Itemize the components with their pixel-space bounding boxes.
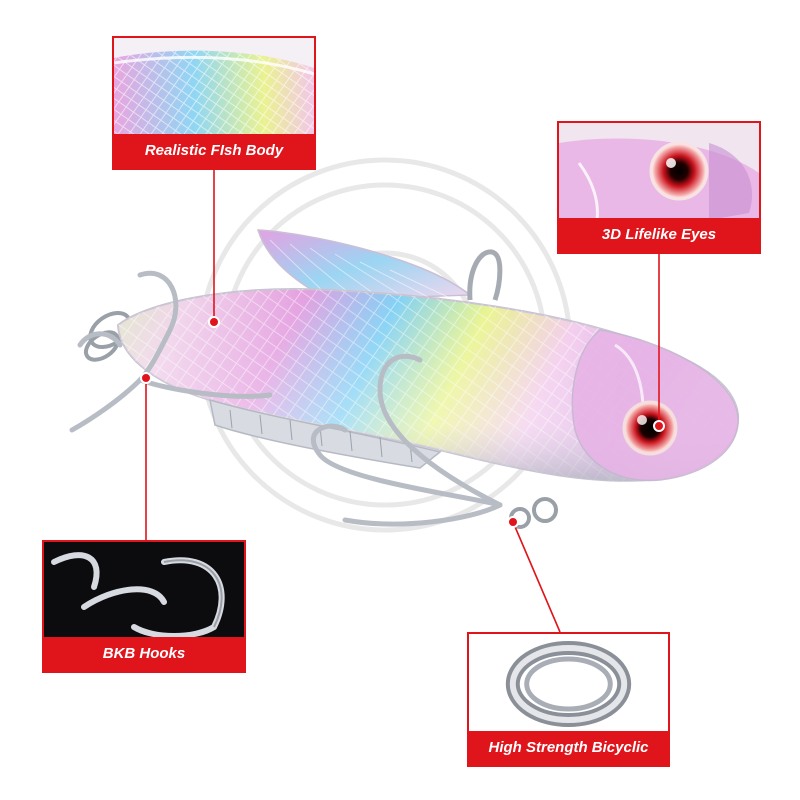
- eye-closeup: [559, 123, 759, 220]
- callout-dots: [140, 316, 665, 528]
- callout-fish-body: Realistic FIsh Body: [112, 36, 316, 170]
- callout-eyes: 3D Lifelike Eyes: [557, 121, 761, 254]
- lure-eye: [622, 400, 678, 456]
- callout-eyes-label: 3D Lifelike Eyes: [559, 218, 759, 252]
- line-tie-eye: [467, 249, 503, 301]
- callout-hooks-label: BKB Hooks: [44, 637, 244, 671]
- split-ring-closeup: [469, 634, 668, 733]
- front-treble-hook: [310, 353, 503, 527]
- callout-split-ring: High Strength Bicyclic: [467, 632, 670, 767]
- callout-hooks: BKB Hooks: [42, 540, 246, 673]
- callout-fish-body-label: Realistic FIsh Body: [114, 134, 314, 168]
- callout-lines: [145, 170, 660, 633]
- hook-closeup: [44, 542, 244, 639]
- rear-treble-hook: [69, 270, 273, 433]
- callout-split-ring-label: High Strength Bicyclic: [469, 731, 668, 765]
- fish-body-closeup: [114, 38, 314, 136]
